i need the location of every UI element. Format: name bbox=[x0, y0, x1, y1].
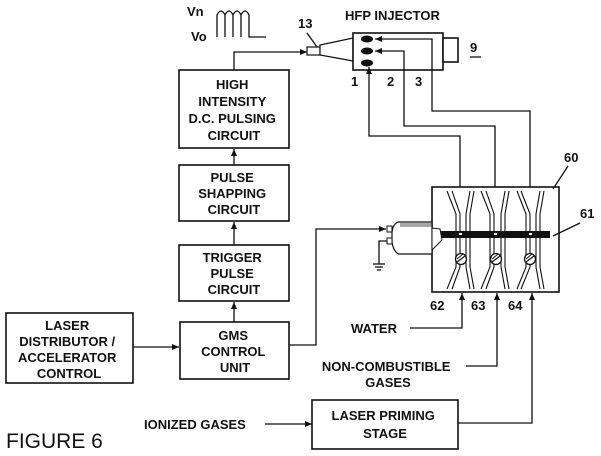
signal-connections bbox=[133, 49, 386, 350]
svg-text:GMS CONTROL UNIT: GMS CONTROL UNIT bbox=[201, 328, 269, 375]
cell-ref-60: 60 bbox=[564, 150, 578, 165]
ground-icon bbox=[373, 240, 387, 271]
inlet-ref-63: 63 bbox=[471, 298, 485, 313]
svg-text:LASER DISTRIBUTOR /: LASER DISTRIBUTOR / ACCELERATOR CONTROL bbox=[18, 318, 120, 381]
cell-connector-plug-icon bbox=[386, 221, 443, 255]
pulse-shaping-circuit-block: PULSE SHAPPING CIRCUIT bbox=[178, 164, 290, 222]
svg-text:PULSE SHAPPING CIR: PULSE SHAPPING CIRCUIT bbox=[198, 170, 270, 217]
hfp-injector: HFP INJECTOR 13 9 1 2 3 bbox=[298, 8, 481, 89]
pulse-waveform-icon bbox=[216, 10, 266, 38]
injector-title: HFP INJECTOR bbox=[345, 8, 440, 23]
rod-ref-61: 61 bbox=[580, 206, 594, 221]
figure-label: FIGURE 6 bbox=[6, 430, 103, 453]
injector-port-2-icon bbox=[361, 47, 373, 55]
inlet-ref-64: 64 bbox=[508, 298, 523, 313]
high-intensity-dc-pulsing-circuit-block: HIGH INTENSITY D.C. PULSING CIRCUIT bbox=[178, 69, 290, 149]
injector-ref-9: 9 bbox=[470, 40, 477, 55]
inlet-ref-62: 62 bbox=[430, 298, 444, 313]
waveform-vn-label: Vn bbox=[187, 4, 204, 19]
svg-text:HIGH INTENSITY D.C: HIGH INTENSITY D.C. PULSING CIRCUIT bbox=[188, 77, 279, 143]
svg-text:LASER PRIMING STAGE: LASER PRIMING STAGE bbox=[332, 408, 439, 441]
injector-port-3-icon bbox=[361, 35, 373, 43]
gms-control-unit-block: GMS CONTROL UNIT bbox=[179, 321, 290, 380]
svg-text:TRIGGER PULSE CIRC: TRIGGER PULSE CIRCUIT bbox=[203, 250, 266, 297]
port-label-3: 3 bbox=[415, 74, 422, 89]
trigger-pulse-circuit-block: TRIGGER PULSE CIRCUIT bbox=[178, 244, 290, 302]
gas-cell-60: 60 61 bbox=[373, 150, 594, 293]
waveform: Vn Vo bbox=[187, 4, 266, 44]
water-input-label: WATER bbox=[351, 321, 398, 336]
ionized-gases-label: IONIZED GASES bbox=[144, 417, 246, 432]
port-label-1: 1 bbox=[351, 74, 358, 89]
cell-bolt-icons bbox=[454, 252, 537, 266]
waveform-vo-label: Vo bbox=[191, 29, 207, 44]
port-label-2: 2 bbox=[387, 74, 394, 89]
injector-ref-13: 13 bbox=[298, 16, 312, 31]
laser-distributor-accelerator-control-block: LASER DISTRIBUTOR / ACCELERATOR CONTROL bbox=[5, 312, 134, 384]
cell-to-injector-lines bbox=[366, 36, 531, 187]
injector-port-1-icon bbox=[361, 59, 373, 67]
input-lines bbox=[265, 293, 535, 427]
non-combustible-gases-label: NON-COMBUSTIBLE GASES bbox=[322, 359, 454, 390]
cell-chambers bbox=[446, 190, 545, 290]
laser-priming-stage-block: LASER PRIMING STAGE bbox=[311, 399, 459, 450]
